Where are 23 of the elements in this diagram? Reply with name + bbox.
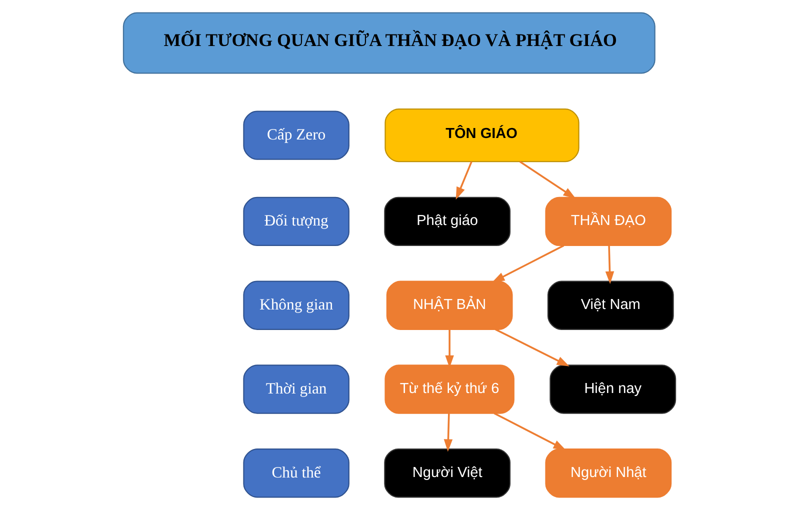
node-box: Phật giáo [384, 196, 511, 246]
node-box: Cấp Zero [243, 110, 350, 160]
node-box: Đối tượng [243, 196, 350, 246]
arrow [605, 246, 614, 284]
node-box: Thời gian [243, 364, 350, 414]
arrow [495, 328, 570, 366]
arrow [492, 244, 564, 282]
arrow [519, 160, 576, 199]
arrow [494, 412, 566, 450]
node-box: Chủ thể [243, 448, 350, 498]
node-box: NHẬT BẢN [386, 280, 513, 330]
node-box: MỐI TƯƠNG QUAN GIỮA THẦN ĐẠO VÀ PHẬT GIÁO [122, 12, 656, 74]
node-box: Không gian [243, 280, 350, 330]
node-box: Người Nhật [545, 448, 672, 498]
node-box: Người Việt [384, 448, 511, 498]
arrow [445, 330, 454, 368]
node-box: TÔN GIÁO [384, 108, 580, 162]
arrow [444, 414, 453, 452]
node-box: THẦN ĐẠO [545, 196, 672, 246]
node-box: Từ thế kỷ thứ 6 [384, 364, 514, 414]
node-box: Việt Nam [547, 280, 674, 330]
arrow [456, 161, 472, 200]
node-box: Hiện nay [550, 364, 676, 414]
